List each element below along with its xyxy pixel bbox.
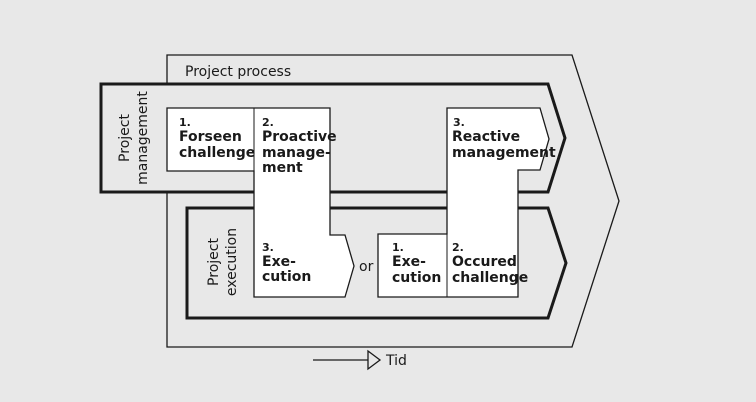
step-foreseen-line1: Forseen [179, 129, 242, 145]
step-occured-line2: challenge [452, 270, 528, 286]
time-axis-label: Tid [385, 353, 407, 369]
execution-label-group: Project execution [206, 228, 240, 296]
step-foreseen-line2: challenge [179, 145, 255, 161]
step-execution-a-number: 3. [262, 241, 274, 254]
execution-label-line1: Project [206, 238, 222, 286]
step-proactive-line1: Proactive [262, 129, 337, 145]
management-label-group: Project management [117, 91, 151, 185]
step-proactive-line2: manage- [262, 145, 331, 161]
management-label-line2: management [135, 91, 151, 185]
step-execution-b-number: 1. [392, 241, 404, 254]
step-occured-number: 2. [452, 241, 464, 254]
step-reactive-line1: Reactive [452, 129, 520, 145]
management-label-line1: Project [117, 114, 133, 162]
step-execution-b-line1: Exe- [392, 254, 426, 270]
step-execution-a-line1: Exe- [262, 254, 296, 270]
step-foreseen-number: 1. [179, 116, 191, 129]
step-proactive-line3: ment [262, 160, 303, 176]
time-axis-arrowhead-icon [367, 349, 382, 371]
reactive-flow-shape [377, 107, 550, 298]
step-occured-line1: Occured [452, 254, 517, 270]
execution-label-line2: execution [224, 228, 240, 296]
step-proactive-number: 2. [262, 116, 274, 129]
step-execution-a-line2: cution [262, 269, 311, 285]
step-execution-b-line2: cution [392, 270, 441, 286]
project-process-title: Project process [185, 64, 291, 80]
step-reactive-number: 3. [453, 116, 465, 129]
project-process-arrow [166, 54, 620, 348]
step-reactive-line2: management [452, 145, 556, 161]
proactive-flow-shape [166, 107, 355, 298]
or-connector: or [359, 259, 374, 275]
